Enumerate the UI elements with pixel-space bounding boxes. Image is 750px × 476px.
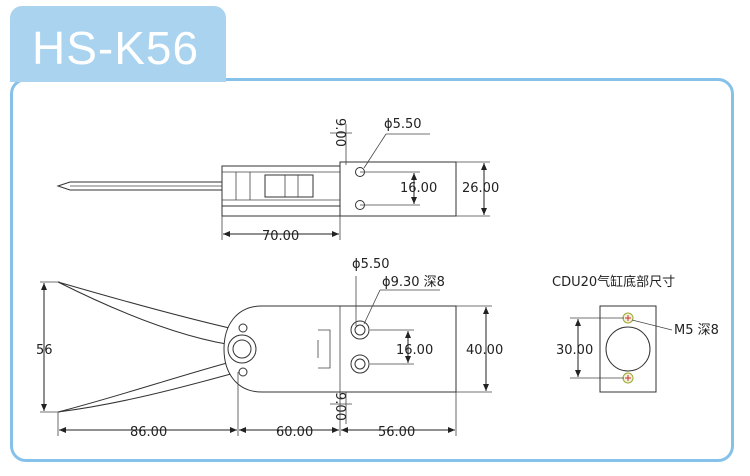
cylinder-thread-label: M5 深8 [674,323,719,338]
title-tab-connector [10,74,226,82]
dim-front-phi550: ϕ5.50 [352,257,390,272]
dim-front-86: 86.00 [130,425,167,440]
front-small-hole-2 [238,367,248,377]
dim-top-900: 9.00 [332,118,347,147]
top-view: 9.00 ϕ5.50 16.00 26.00 70.00 [56,117,499,244]
dim-cylinder-30: 30.00 [556,343,593,358]
front-view: ϕ5.50 ϕ9.30 深8 16.00 40.00 56 9.00 86.00… [36,257,503,440]
cylinder-caption: CDU20气缸底部尺寸 [552,274,675,290]
upper-jaw [57,281,247,347]
cylinder-bore [605,326,651,372]
dim-front-16: 16.00 [396,343,433,358]
dim-front-900: 9.00 [332,392,347,421]
page-title: HS-K56 [32,22,200,74]
front-hole-1-inner [354,324,366,336]
dim-front-phi930: ϕ9.30 深8 [382,275,445,290]
dim-top-phi550: ϕ5.50 [384,117,422,132]
dim-front-56: 56 [36,343,53,358]
dim-top-16: 16.00 [400,181,437,196]
dim-front-40: 40.00 [466,343,503,358]
dim-top-70: 70.00 [262,229,299,244]
cylinder-bottom-view: CDU20气缸底部尺寸 M5 深8 30.00 [552,274,719,393]
title-tab: HS-K56 [10,6,226,80]
dim-front-60: 60.00 [276,425,313,440]
front-pivot-inner [232,339,252,359]
dim-front-5600: 56.00 [378,425,415,440]
dim-top-26: 26.00 [462,181,499,196]
front-small-hole-1 [238,323,248,333]
lower-jaw [57,359,245,413]
front-hole-2-inner [354,358,366,370]
jaw-block [264,174,314,198]
front-slot [317,329,331,369]
